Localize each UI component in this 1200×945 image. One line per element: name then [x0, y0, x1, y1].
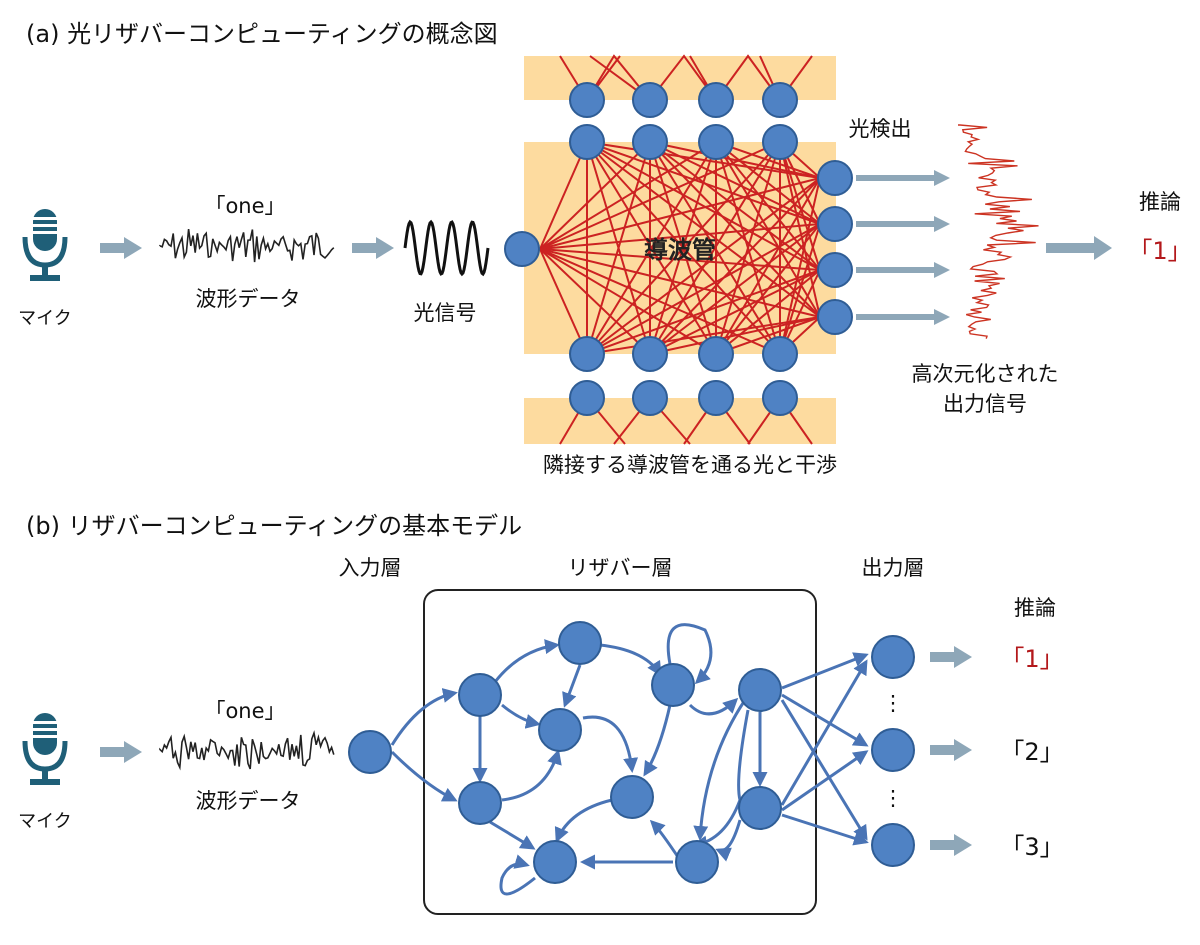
waveguide-node — [632, 124, 668, 160]
light-paths — [539, 54, 821, 445]
output-node-2 — [871, 728, 915, 772]
waveguide-node — [762, 124, 798, 160]
panel-a-microphone: マイク — [18, 209, 72, 329]
waveguide-bands — [524, 56, 836, 444]
input-node — [504, 231, 540, 267]
detector-node — [817, 299, 853, 335]
word-one-label: 「one」 — [204, 699, 285, 723]
reservoir-node — [458, 781, 502, 825]
arrow-wave-to-signal-icon — [352, 237, 394, 259]
waveguide-band-main — [524, 142, 836, 354]
arrow-output-2-icon — [930, 739, 972, 761]
sine-wave-icon — [403, 219, 490, 277]
detector-arrow-icon — [856, 216, 950, 232]
waveguide-nodes — [569, 82, 853, 416]
reservoir-box — [423, 589, 817, 915]
output-node-1 — [871, 635, 915, 679]
waveguide-node — [569, 336, 605, 372]
mic-label: マイク — [18, 811, 72, 832]
panel-b-waveform: 「one」 波形データ — [159, 699, 335, 813]
waveguide-node — [569, 124, 605, 160]
waveguide-node — [632, 380, 668, 416]
reservoir-node — [533, 840, 577, 884]
reservoir-node — [558, 621, 602, 665]
reservoir-node — [738, 668, 782, 712]
waveguide-node — [569, 380, 605, 416]
detector-node — [817, 206, 853, 242]
optical-signal-label: 光信号 — [414, 301, 477, 325]
panel-b-nodes — [348, 621, 915, 884]
output-node-3 — [871, 823, 915, 867]
detector-arrow-icon — [856, 170, 950, 186]
waveguide-node — [762, 82, 798, 118]
arrow-output-3-icon — [930, 834, 972, 856]
arrow-output-1-icon — [930, 646, 972, 668]
microphone-icon — [25, 713, 65, 785]
output-edges — [780, 652, 869, 846]
reservoir-edges — [390, 623, 768, 896]
waveguide-label: 導波管 — [644, 236, 716, 264]
panel-a-inference-label: 推論 — [1139, 190, 1181, 214]
reservoir-node — [538, 708, 582, 752]
arrow-mic-to-wave-icon — [100, 741, 142, 763]
interference-label: 隣接する導波管を通る光と干渉 — [543, 453, 837, 477]
waveguide-node — [762, 380, 798, 416]
detector-arrow-icon — [856, 262, 950, 278]
reservoir-node — [610, 775, 654, 819]
output-result-2: 「2」 — [1000, 738, 1063, 766]
mic-label: マイク — [18, 308, 72, 329]
detector-node — [817, 252, 853, 288]
optical-signal: 光信号 — [403, 219, 490, 325]
output-signal-label-2: 出力信号 — [943, 392, 1027, 416]
panel-b-title: (b) リザバーコンピューティングの基本モデル — [26, 512, 522, 540]
panel-a-title: (a) 光リザバーコンピューティングの概念図 — [26, 20, 498, 48]
waveguide-node — [698, 82, 734, 118]
waveform-label: 波形データ — [196, 789, 301, 813]
waveguide-node — [632, 82, 668, 118]
arrow-to-inference-icon — [1046, 236, 1112, 260]
input-layer-node — [348, 730, 392, 774]
waveguide-node — [569, 82, 605, 118]
panel-a-waveform: 「one」 波形データ — [159, 194, 335, 311]
detector-arrows — [856, 170, 950, 325]
ellipsis-1: ⋮ — [883, 691, 904, 715]
arrow-mic-to-wave-icon — [100, 237, 142, 259]
output-result-3: 「3」 — [1000, 833, 1063, 861]
reservoir-node — [458, 673, 502, 717]
output-layer-label: 出力層 — [862, 556, 925, 580]
reservoir-node — [651, 663, 695, 707]
ellipsis-2: ⋮ — [883, 786, 904, 810]
waveguide-node — [698, 336, 734, 372]
panel-b-microphone: マイク — [18, 713, 72, 832]
panel-b-inference-label: 推論 — [1014, 596, 1056, 620]
waveform-icon — [159, 228, 335, 263]
panel-a-result: 「1」 — [1128, 237, 1191, 265]
waveguide-node — [632, 336, 668, 372]
photodetect-label: 光検出 — [849, 117, 912, 141]
reservoir-layer-label: リザバー層 — [568, 556, 673, 580]
detector-arrow-icon — [856, 309, 950, 325]
output-result-1: 「1」 — [1000, 645, 1063, 673]
waveguide-node — [762, 336, 798, 372]
output-signal-label-1: 高次元化された — [912, 362, 1059, 386]
microphone-icon — [25, 209, 65, 281]
input-layer-label: 入力層 — [339, 556, 402, 580]
word-one-label: 「one」 — [204, 194, 285, 218]
waveform-icon — [159, 730, 335, 771]
reservoir-node — [675, 840, 719, 884]
waveform-label: 波形データ — [196, 287, 301, 311]
waveguide-node — [698, 380, 734, 416]
waveguide-node — [698, 124, 734, 160]
detector-node — [817, 160, 853, 196]
output-signal-icon — [958, 124, 1039, 339]
reservoir-node — [738, 786, 782, 830]
